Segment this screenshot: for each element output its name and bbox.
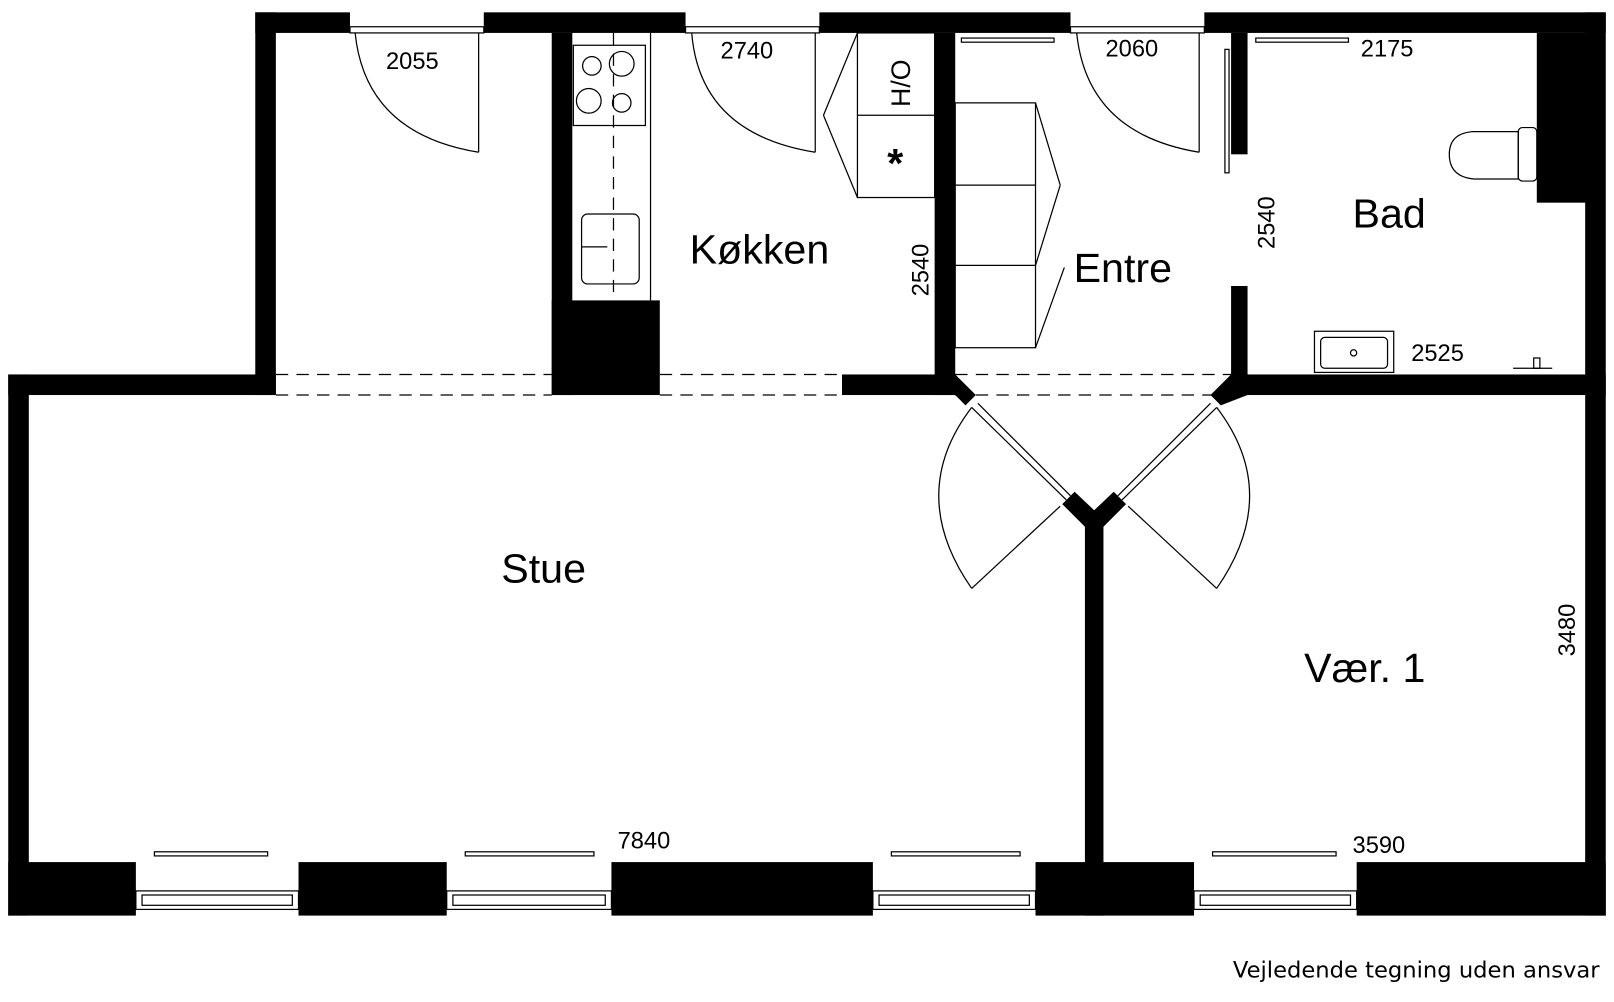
sink-icon: [580, 213, 640, 285]
disclaimer-text: Vejledende tegning uden ansvar: [1233, 957, 1600, 983]
stove-icon: [572, 44, 647, 127]
dimension-label: 2525: [1411, 341, 1464, 367]
entrance-closet: [954, 102, 1065, 349]
washer-dryer-label: H/O: [886, 59, 916, 107]
bath-fixtures: [1313, 126, 1553, 374]
room-labels: Køkken Entre Bad Stue Vær. 1: [501, 190, 1426, 691]
room-label-room1: Vær. 1: [1304, 645, 1425, 691]
room-label-entrance: Entre: [1074, 245, 1172, 291]
walls: [8, 12, 1606, 916]
dimension-label: 2060: [1106, 37, 1159, 63]
dimension-label: 2175: [1361, 37, 1414, 63]
doors: [349, 26, 1251, 589]
dimension-labels: 2055 2740 2060 2175 2540 2540 2525 7840 …: [386, 37, 1581, 859]
dimension-label: 3590: [1353, 833, 1406, 859]
washbasin-icon: [1313, 330, 1395, 374]
dimension-label: 2540: [1254, 196, 1280, 249]
room-label-kitchen: Køkken: [690, 226, 830, 272]
windows: [135, 37, 1358, 911]
kitchen-fixtures: H/O *: [572, 32, 936, 301]
freezer-label: *: [887, 140, 903, 186]
room-label-living-room: Stue: [501, 545, 586, 591]
openings: [275, 373, 1232, 396]
dimension-label: 2055: [386, 49, 439, 75]
dimension-label: 2540: [908, 244, 934, 297]
dimension-label: 7840: [618, 829, 671, 855]
room-label-bathroom: Bad: [1353, 190, 1426, 236]
dimension-label: 2740: [721, 39, 774, 65]
toilet-icon: [1448, 131, 1519, 180]
dimension-label: 3480: [1555, 604, 1581, 657]
